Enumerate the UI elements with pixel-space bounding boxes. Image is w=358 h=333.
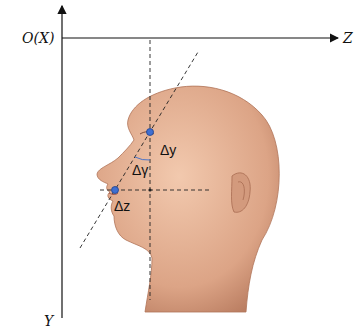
offset-label: Δz	[114, 199, 130, 213]
offset-label: Δy	[160, 143, 176, 157]
origin-label: O(X)	[22, 31, 54, 45]
axis-label: Y	[44, 314, 53, 328]
angle-label: Δγ	[132, 163, 148, 177]
axis-label: Z	[343, 31, 353, 45]
